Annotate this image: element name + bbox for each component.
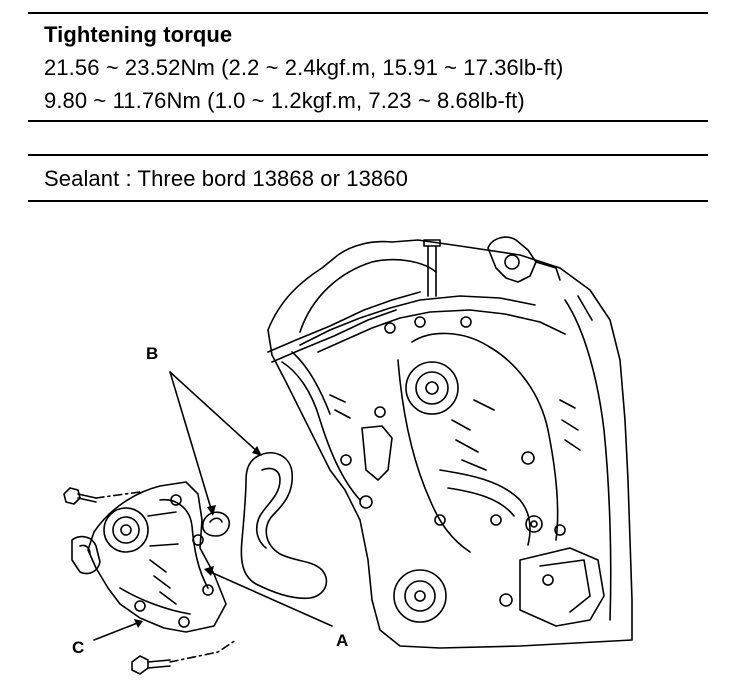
torque-bottom-rule — [28, 120, 708, 122]
arrowhead-b-seal — [207, 505, 216, 516]
water-pump-gasket — [240, 452, 328, 600]
callout-a: A — [336, 631, 348, 650]
sealant-spec: Sealant : Three bord 13868 or 13860 — [44, 166, 408, 191]
engine-bolt-heads — [340, 316, 566, 607]
water-pump-assembly — [71, 481, 227, 633]
pump-mounting-bolt-lower — [131, 655, 171, 675]
callout-b: B — [146, 344, 158, 363]
arrowhead-b-gasket — [252, 446, 262, 456]
sealant-top-rule — [28, 154, 708, 156]
small-seal-ring — [201, 511, 231, 537]
leader-a — [205, 569, 333, 627]
leader-b-to-gasket — [169, 371, 261, 455]
top-rule — [28, 12, 708, 14]
leader-c — [93, 621, 141, 641]
sealant-bottom-rule — [28, 200, 708, 202]
leader-b-to-seal — [169, 371, 213, 513]
torque-heading: Tightening torque — [44, 22, 233, 47]
engine-timing-cover — [267, 236, 633, 649]
torque-spec-line-2: 9.80 ~ 11.76Nm (1.0 ~ 1.2kgf.m, 7.23 ~ 8… — [44, 88, 525, 113]
pump-mounting-bolt-upper — [63, 487, 97, 505]
arrowhead-a — [204, 566, 214, 576]
torque-spec-line-1: 21.56 ~ 23.52Nm (2.2 ~ 2.4kgf.m, 15.91 ~… — [44, 55, 564, 80]
arrowhead-c — [134, 619, 143, 628]
callout-c: C — [72, 638, 84, 657]
